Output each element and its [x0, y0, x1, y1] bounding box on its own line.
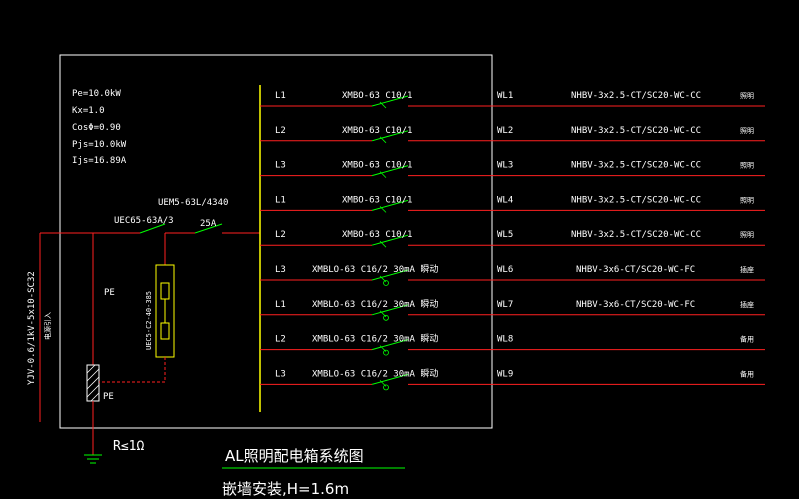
rcd-icon [383, 349, 389, 356]
circuit-breaker-label: XMBLO-63 C16/2 30mA 瞬动 [312, 367, 438, 379]
circuit-cable: NHBV-3x6-CT/SC20-WC-FC [576, 265, 695, 275]
diagram-subtitle: 嵌墙安装,H=1.6m [222, 480, 349, 498]
circuit-wl: WL8 [497, 335, 513, 345]
incoming-supply: YJV-0.6/1kV-5x10-SC32 电源引入 UEC65-63A/3 U… [27, 198, 260, 464]
pe-terminal-hatch [86, 364, 100, 402]
circuit-breaker-label: XMBLO-63 C16/2 30mA 瞬动 [312, 263, 438, 275]
circuit-wl: WL9 [497, 369, 513, 379]
circuit-use: 照明 [740, 127, 754, 135]
circuit-cable: NHBV-3x2.5-CT/SC20-WC-CC [571, 230, 701, 240]
spd-element-1 [160, 282, 170, 300]
circuit-breaker-blade [371, 269, 409, 281]
circuit-phase: L2 [275, 126, 286, 136]
circuit-use: 备用 [740, 369, 754, 378]
param-cos: CosΦ=0.90 [72, 123, 121, 133]
circuit-use: 照明 [740, 92, 754, 100]
circuit-wl: WL5 [497, 230, 513, 240]
circuit-cable: NHBV-3x2.5-CT/SC20-WC-CC [571, 91, 701, 101]
circuit-cable: NHBV-3x2.5-CT/SC20-WC-CC [571, 195, 701, 205]
rcd-icon [383, 314, 389, 321]
circuit-breaker-label: XMBO-63 C10/1 [342, 161, 412, 171]
rcd-icon [383, 280, 389, 286]
circuit-breaker-blade [371, 130, 409, 142]
ground-icon [84, 454, 102, 464]
spd-element-2 [160, 322, 170, 340]
circuit-use: 插座 [740, 300, 754, 309]
circuit-breaker-trip-mark [379, 171, 387, 178]
circuit-breaker-label: XMBO-63 C10/1 [342, 195, 412, 205]
circuit-breaker-blade [371, 304, 409, 316]
param-ijs: Ijs=16.89A [72, 156, 127, 166]
circuit-phase: L1 [275, 195, 286, 205]
circuit-breaker-blade [371, 234, 409, 246]
circuit-breaker-trip-mark [379, 240, 387, 248]
circuit-cable: NHBV-3x2.5-CT/SC20-WC-CC [571, 126, 701, 136]
param-kx: Kx=1.0 [72, 106, 105, 116]
load-parameters: Pe=10.0kW Kx=1.0 CosΦ=0.90 Pjs=10.0kW Ij… [72, 89, 127, 166]
circuit-breaker-blade [371, 199, 409, 211]
circuit-phase: L1 [275, 300, 286, 310]
circuit-use: 插座 [740, 265, 754, 274]
isolator-switch-blade [139, 223, 166, 234]
pe-terminal-label: PE [103, 392, 114, 402]
circuit-breaker-label: XMBO-63 C10/1 [342, 230, 412, 240]
circuit-breaker-label: XMBLO-63 C16/2 30mA 瞬动 [312, 298, 438, 310]
incoming-cable-note: 电源引入 [43, 312, 52, 340]
pe-label: PE [104, 288, 115, 298]
circuit-wl: WL4 [497, 195, 513, 205]
param-pe: Pe=10.0kW [72, 89, 121, 99]
circuit-wl: WL7 [497, 300, 513, 310]
circuit-use: 照明 [740, 162, 754, 170]
circuit-breaker-blade [371, 373, 409, 385]
ground-resistance: R≤1Ω [113, 439, 144, 454]
circuit-cable: NHBV-3x6-CT/SC20-WC-FC [576, 300, 695, 310]
circuit-phase: L2 [275, 230, 286, 240]
circuit-breaker-trip-mark [379, 136, 387, 144]
param-pjs: Pjs=10.0kW [72, 140, 127, 150]
circuit-wl: WL6 [497, 265, 513, 275]
circuit-breaker-trip-mark [379, 101, 387, 109]
circuit-use: 备用 [740, 335, 754, 344]
diagram-title: AL照明配电箱系统图 [225, 447, 364, 465]
isolator-label: UEC65-63A/3 [114, 216, 174, 226]
circuit-breaker-blade [371, 339, 409, 351]
incoming-cable-label: YJV-0.6/1kV-5x10-SC32 [27, 271, 37, 385]
circuit-phase: L3 [275, 161, 286, 171]
circuit-phase: L3 [275, 265, 286, 275]
main-breaker-blade [194, 223, 223, 234]
circuit-breaker-label: XMBO-63 C10/1 [342, 126, 412, 136]
main-breaker-model: UEM5-63L/4340 [158, 198, 228, 208]
circuit-phase: L1 [275, 91, 286, 101]
spd-label: UEC5-C2-40-385 [145, 291, 153, 350]
circuit-breaker-blade [371, 95, 409, 107]
circuit-breaker-trip-mark [379, 206, 387, 213]
circuit-breaker-blade [371, 165, 409, 177]
circuit-phase: L2 [275, 335, 286, 345]
circuit-use: 照明 [740, 196, 754, 204]
circuit-wl: WL1 [497, 91, 513, 101]
main-breaker-rating: 25A [200, 219, 217, 229]
circuit-wl: WL2 [497, 126, 513, 136]
circuit-breaker-label: XMBO-63 C10/1 [342, 91, 412, 101]
circuit-cable: NHBV-3x2.5-CT/SC20-WC-CC [571, 161, 701, 171]
circuit-breaker-label: XMBLO-63 C16/2 30mA 瞬动 [312, 333, 438, 345]
circuit-use: 照明 [740, 231, 754, 239]
distribution-box-frame [59, 54, 493, 429]
circuit-phase: L3 [275, 369, 286, 379]
spd-pe-dashed [99, 357, 166, 383]
rcd-icon [383, 384, 389, 391]
circuit-wl: WL3 [497, 161, 513, 171]
